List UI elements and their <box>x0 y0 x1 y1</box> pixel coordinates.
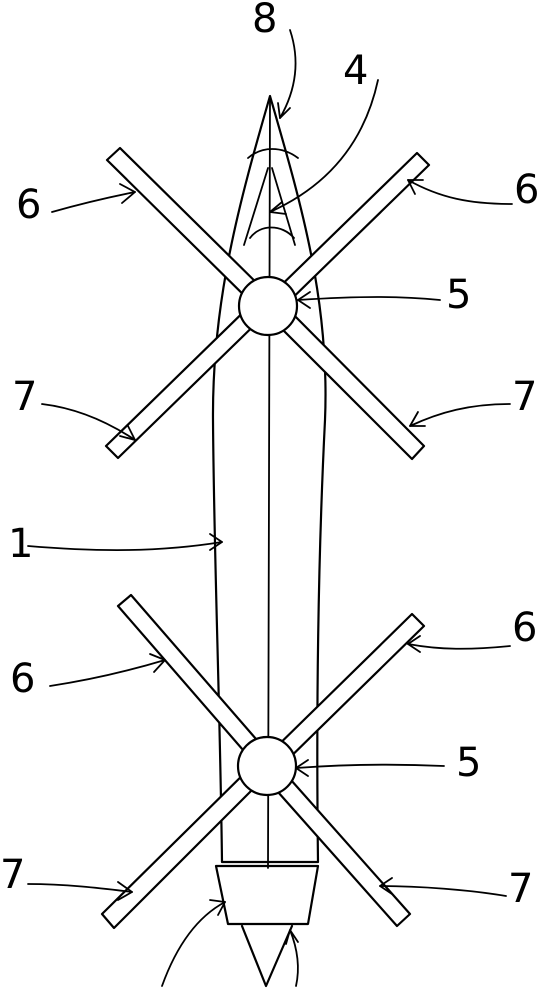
tail-cone <box>240 924 294 988</box>
arrowhead-8 <box>277 102 291 119</box>
arrowhead-7-ur <box>409 411 426 427</box>
label-7-lr: 7 <box>508 866 533 912</box>
arrowhead-7-ul <box>119 425 136 441</box>
tail-block <box>214 864 320 926</box>
leader-tail-right <box>289 929 299 987</box>
leader-6-ul <box>51 191 136 213</box>
arrowhead-5-l <box>295 759 309 777</box>
leader-6-lr <box>407 643 511 650</box>
arrowhead-6-lr <box>407 635 421 653</box>
label-1: 1 <box>8 521 33 567</box>
leader-6-ll <box>49 659 166 687</box>
leader-5-l <box>295 763 445 769</box>
leader-6-ur <box>407 179 513 205</box>
nose-arc-outer <box>247 148 299 159</box>
lower-hub <box>236 735 298 797</box>
label-7-ll: 7 <box>0 852 25 898</box>
leader-1 <box>27 541 223 551</box>
label-5-l: 5 <box>456 740 481 786</box>
arrowhead-1 <box>209 533 223 551</box>
label-7-ur: 7 <box>512 374 537 420</box>
leader-7-ul <box>41 403 136 441</box>
arrowhead-tail-right <box>285 929 299 945</box>
label-4: 4 <box>343 48 368 94</box>
hull-outline <box>211 94 327 864</box>
leader-5-u <box>297 296 441 301</box>
leader-lines <box>27 29 513 987</box>
arrowhead-4 <box>269 201 287 215</box>
upper-rotor <box>104 146 431 461</box>
upper-hub <box>237 275 299 337</box>
leader-7-ll <box>27 883 133 893</box>
label-6-ll: 6 <box>10 656 35 702</box>
label-6-ur: 6 <box>514 167 539 213</box>
nose-fin-right <box>271 167 296 246</box>
leader-tail-left <box>161 901 226 987</box>
arrowhead-6-ur <box>407 179 424 195</box>
arrowhead-5-u <box>297 291 311 309</box>
arrowhead-tail-left <box>209 899 226 916</box>
nose-fin-left <box>243 167 269 246</box>
arrowhead-6-ll <box>149 653 166 673</box>
arrowhead-7-lr <box>379 877 393 895</box>
label-6-lr: 6 <box>512 605 537 651</box>
nose-fin-arc <box>249 226 295 239</box>
reference-labels: 8 4 6 6 5 7 7 1 6 6 5 7 7 <box>0 0 539 912</box>
label-7-ul: 7 <box>12 374 37 420</box>
lower-rotor <box>100 593 426 930</box>
label-5-u: 5 <box>446 272 471 318</box>
label-8: 8 <box>252 0 277 42</box>
arrowhead-7-ll <box>117 881 133 901</box>
leader-4 <box>269 79 379 213</box>
leader-8 <box>279 29 297 119</box>
leader-7-ur <box>409 403 511 427</box>
label-6-ul: 6 <box>16 182 41 228</box>
arrowhead-6-ul <box>119 183 136 204</box>
leader-7-lr <box>379 885 507 897</box>
